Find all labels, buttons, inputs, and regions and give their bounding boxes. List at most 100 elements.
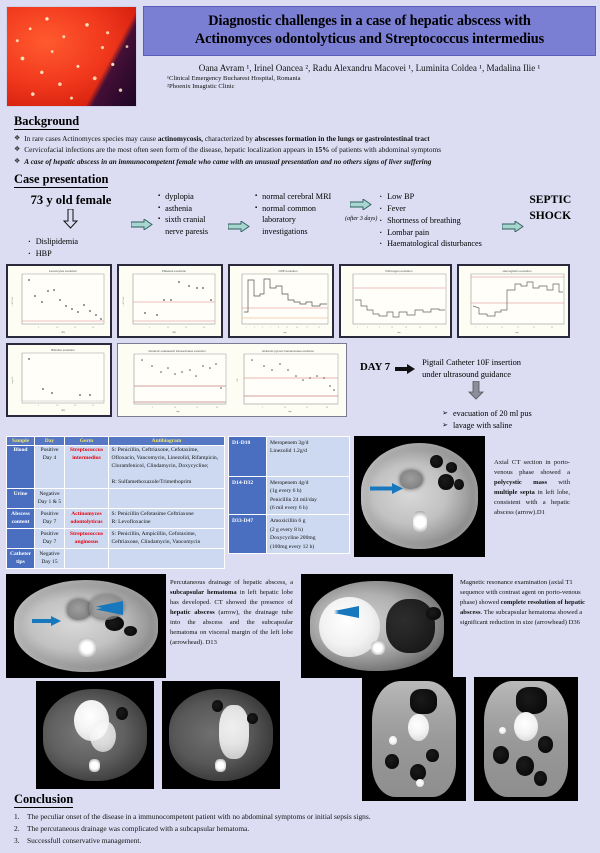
right-arrow-svg [395, 364, 416, 375]
diamond-bullet-icon: ❖ [14, 156, 21, 165]
bg1-pre: In rare cases Actinomyces species may ca… [24, 134, 158, 143]
deterioration-item: Shortness of breathing [387, 215, 461, 225]
mri-axial-t2-2 [162, 680, 280, 789]
patient-block: 73 y old female Dislipidemia HBP [14, 191, 126, 261]
svg-text:5: 5 [38, 405, 40, 407]
svg-text:23: 23 [419, 327, 421, 329]
conclusion-item: 3. Successfull conservative management. [14, 835, 590, 847]
header-text-block: Diagnostic challenges in a case of hepat… [137, 6, 596, 92]
deterioration-item: Low BP [387, 191, 415, 201]
day7-result-item: lavage with saline [452, 421, 513, 431]
background-bullet-2: ❖ Cervicofacial infections are the most … [14, 144, 590, 155]
liver-parenchyma [319, 596, 381, 658]
chart-transaminases-pair: Glutamic oxaloacetic transaminase evolut… [117, 343, 347, 418]
flow-arrow-icon-2 [227, 219, 250, 237]
cap-d36-p2: . The subcapsular hematoma showed a sign… [460, 609, 583, 627]
table-row: Blood Positive Day 4 Streptococcus inter… [6, 444, 225, 490]
arrow-right-svg [31, 616, 61, 627]
case-presentation-heading: Case presentation [14, 171, 109, 188]
ct-scan-image-d13 [6, 573, 166, 678]
cell-day: Negative Day 15 [34, 548, 65, 569]
chart-ylabel: mg/dL [11, 377, 14, 384]
svg-text:21: 21 [318, 327, 320, 329]
arrowhead-svg [334, 606, 360, 619]
col-header-sample: Sample [6, 435, 35, 446]
conclusion-item: 2. The percutaneous drainage was complic… [14, 823, 590, 835]
svg-text:13: 13 [391, 327, 393, 329]
blue-arrow-icon [31, 613, 62, 631]
svg-text:17: 17 [517, 327, 519, 329]
day7-results-list: evacuation of 20 ml pus lavage with sali… [420, 408, 532, 433]
cap-d1-p3: in left lobe, consistent with a hepatic … [494, 488, 570, 516]
mri-axial-t2-1 [36, 680, 154, 789]
svg-text:11: 11 [501, 327, 503, 329]
cap-d1-b2: multiple septa [494, 488, 535, 496]
arrow-right-svg [369, 482, 403, 494]
svg-text:5: 5 [262, 327, 263, 329]
deterioration-item: Haematological disturbances [387, 239, 482, 249]
poster-title-bar: Diagnostic challenges in a case of hepat… [143, 6, 596, 56]
mri-coronal-1 [362, 676, 466, 801]
svg-text:15: 15 [306, 407, 308, 409]
chart-title: Leucocytes evolution [49, 269, 77, 273]
svg-text:3: 3 [254, 327, 255, 329]
ct-caption-d13: Percutaneous drainage of hepatic abscess… [170, 578, 293, 648]
history-item: Dislipidemia [28, 236, 126, 248]
svg-text:6: 6 [487, 327, 488, 329]
svg-text:1: 1 [475, 327, 476, 329]
day7-result-item: evacuation of 20 ml pus [452, 409, 532, 419]
background-bullet-3: ❖ A case of hepatic abscess in an immuno… [14, 156, 590, 167]
svg-text:15: 15 [167, 327, 170, 329]
cell-antibiogram [108, 548, 225, 569]
history-item: HBP [28, 248, 126, 260]
bright-focus [498, 726, 507, 734]
lung-base [409, 689, 437, 715]
svg-text:1: 1 [357, 327, 358, 329]
lung-base [515, 686, 547, 715]
bright-focus [389, 736, 398, 746]
down-arrow-svg [467, 380, 484, 400]
svg-text:10: 10 [284, 407, 286, 409]
cap-d36-b1: complete resolution of hepatic abscess [460, 598, 585, 616]
bowel-gas [429, 455, 444, 469]
table-row: D14-D32 Meropenem 4g/d (1g every 6 h) Pe… [228, 475, 350, 516]
poster-title-line2: Actinomyces odontolyticus and Streptococ… [194, 31, 545, 48]
conclusion-number: 1. [14, 812, 20, 822]
svg-text:10: 10 [56, 405, 59, 407]
svg-text:23: 23 [533, 327, 535, 329]
chart-points-gpt [251, 359, 335, 392]
bright-focus [416, 778, 425, 788]
bg1-mid: characterized by [203, 134, 255, 143]
blue-arrowhead-icon [334, 605, 360, 624]
col-header-day: Day [34, 435, 65, 446]
cap-d13-b1: subcapsular hematoma [170, 588, 237, 596]
chart-line [355, 300, 445, 318]
deterioration-item: Fever [387, 203, 406, 213]
author-list: Oana Avram ¹, Irinel Oancea ², Radu Alex… [198, 62, 541, 73]
case-presentation-section: Case presentation 73 y old female Dislip… [0, 167, 600, 261]
chart-points [28, 279, 102, 321]
cell-germ [64, 488, 109, 510]
mri-coronal-2 [474, 676, 578, 801]
vertebra [412, 510, 428, 533]
bowel-gas [534, 771, 547, 787]
cell-day: Negative Day 1 & 5 [34, 488, 65, 510]
day7-label: DAY 7 [360, 361, 391, 374]
chart-points [144, 281, 212, 317]
cell-day: Positive Day 4 [34, 444, 65, 490]
mri-scan-image-d36 [301, 573, 453, 678]
cap-d13-b2: hepatic abscess [170, 609, 215, 616]
svg-text:10: 10 [56, 327, 59, 329]
bg3-text: A case of hepatic abscess in an immunoco… [24, 156, 432, 166]
day7-procedure-line2: under ultrasound guidance [422, 369, 511, 379]
bowel-gas [515, 756, 535, 777]
patient-history-list: Dislipidemia HBP [14, 236, 126, 261]
chart-ylabel: x10^3/uL [122, 296, 125, 306]
svg-text:17: 17 [306, 327, 308, 329]
cell-period: D33-D47 [228, 514, 267, 554]
